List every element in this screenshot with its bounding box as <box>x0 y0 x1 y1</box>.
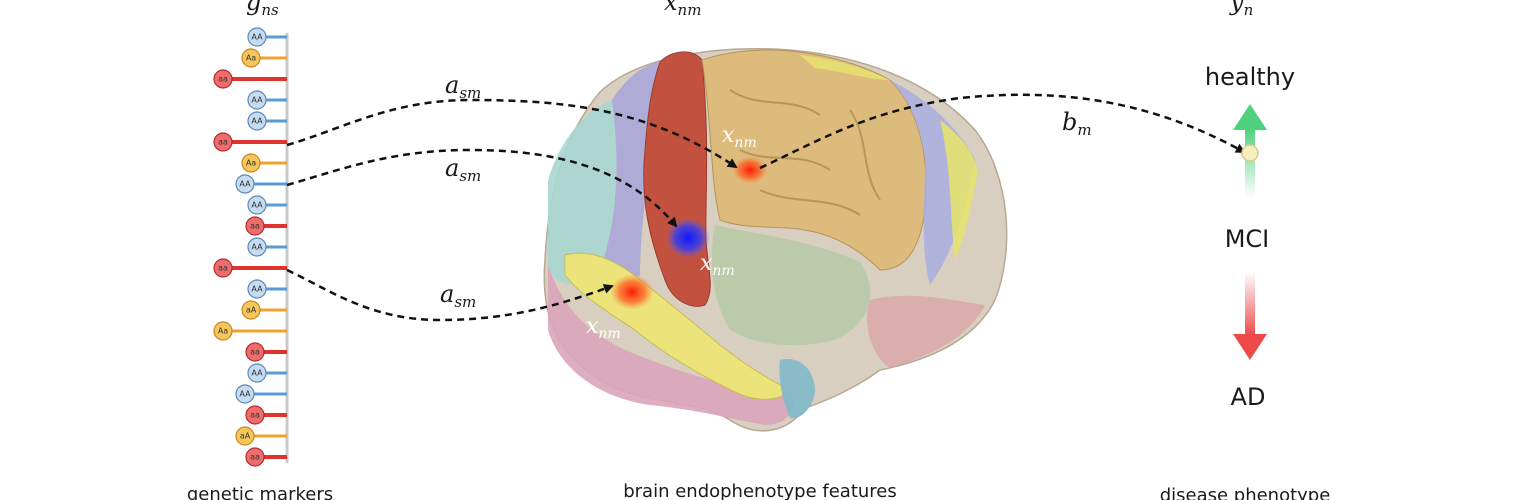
marker-allele-heterozygous <box>241 48 261 68</box>
genetic-markers: AAAaaaAAAAaaAaAAAAaaAAaaAAaAAaaaAAAAaaaA… <box>213 27 289 467</box>
top-band-yellow <box>800 55 890 80</box>
insula-region <box>711 225 871 346</box>
caption-genetic: genetic markers <box>187 484 333 500</box>
lower-right-region <box>866 295 985 368</box>
frontal-gyri <box>701 49 927 271</box>
marker-allele-homozygous-major <box>235 384 255 404</box>
marker-genotype-label: aa <box>250 348 260 357</box>
marker-genotype-label: aa <box>250 411 260 420</box>
scale-label-mci: MCI <box>1225 225 1270 253</box>
parietal-strip <box>600 62 660 281</box>
marker-allele-homozygous-major <box>247 90 267 110</box>
marker-genotype-label: aA <box>240 432 251 441</box>
marker-genotype-label: aa <box>250 453 260 462</box>
arrow-gene-to-motor <box>286 148 678 228</box>
marker-allele-homozygous-minor <box>213 258 233 278</box>
marker-allele-homozygous-minor <box>213 132 233 152</box>
marker-genotype-label: AA <box>251 369 263 378</box>
scale-label-ad: AD <box>1231 383 1266 411</box>
ad-arrowhead <box>1233 334 1267 360</box>
marker-allele-heterozygous <box>235 426 255 446</box>
marker-allele-homozygous-major <box>247 237 267 257</box>
marker-genotype-label: Aa <box>246 54 256 63</box>
gyri-detail <box>729 89 881 216</box>
caption-disease: disease phenotype <box>1160 485 1331 500</box>
marker-genotype-label: AA <box>251 243 263 252</box>
marker-genotype-label: AA <box>251 33 263 42</box>
brain-illustration <box>543 48 1008 432</box>
right-band-yellow <box>940 120 978 260</box>
brain-header: xnm <box>664 0 701 19</box>
occipital-region <box>548 100 617 285</box>
scale-label-healthy: healthy <box>1205 63 1295 91</box>
region-label-temporal: xnm <box>586 314 621 342</box>
genetic-header: gns <box>246 0 279 19</box>
association-arrows <box>286 93 1246 322</box>
marker-genotype-label: Aa <box>246 159 256 168</box>
marker-allele-homozygous-major <box>247 279 267 299</box>
marker-genotype-label: aa <box>250 222 260 231</box>
region-label-frontal: xnm <box>722 123 757 151</box>
marker-genotype-label: aA <box>246 306 257 315</box>
marker-allele-homozygous-major <box>247 363 267 383</box>
marker-genotype-label: AA <box>251 285 263 294</box>
hotspot-temporal <box>610 274 654 310</box>
marker-genotype-label: AA <box>251 96 263 105</box>
marker-genotype-label: aa <box>218 138 228 147</box>
marker-allele-homozygous-major <box>247 27 267 47</box>
hotspot-frontal <box>732 156 768 184</box>
brainstem-region <box>779 359 815 419</box>
marker-genotype-label: Aa <box>218 327 228 336</box>
arrow-gene-to-temporal <box>286 268 614 322</box>
marker-allele-heterozygous <box>241 153 261 173</box>
marker-allele-homozygous-major <box>235 174 255 194</box>
marker-allele-heterozygous <box>213 321 233 341</box>
edge-label-b: bm <box>1062 108 1092 139</box>
caption-brain: brain endophenotype features <box>623 481 897 500</box>
marker-allele-homozygous-minor <box>213 69 233 89</box>
marker-allele-homozygous-major <box>247 111 267 131</box>
healthy-gradient-shaft <box>1245 128 1255 198</box>
disease-scale <box>1233 104 1267 360</box>
marker-genotype-label: aa <box>218 75 228 84</box>
patient-position-dot <box>1241 144 1259 162</box>
region-label-motor: xnm <box>700 251 735 279</box>
arrow-brain-to-disease <box>759 93 1246 170</box>
marker-genotype-label: AA <box>239 180 251 189</box>
temporal-lobe <box>548 265 794 425</box>
marker-allele-homozygous-minor <box>245 405 265 425</box>
edge-label-a-2: asm <box>445 154 481 185</box>
marker-allele-homozygous-major <box>247 195 267 215</box>
marker-allele-homozygous-minor <box>245 216 265 236</box>
marker-genotype-label: AA <box>251 117 263 126</box>
marker-genotype-label: aa <box>218 264 228 273</box>
marker-allele-homozygous-minor <box>245 447 265 467</box>
ad-gradient-shaft <box>1245 272 1255 336</box>
marker-allele-heterozygous <box>241 300 261 320</box>
edge-label-a-3: asm <box>440 280 476 311</box>
marker-genotype-label: AA <box>251 201 263 210</box>
arrow-gene-to-frontal <box>286 98 738 169</box>
healthy-arrowhead <box>1233 104 1267 130</box>
disease-header: yn <box>1229 0 1253 19</box>
marker-genotype-label: AA <box>239 390 251 399</box>
hotspot-motor <box>666 218 710 258</box>
marker-allele-homozygous-minor <box>245 342 265 362</box>
edge-label-a-1: asm <box>445 71 481 102</box>
